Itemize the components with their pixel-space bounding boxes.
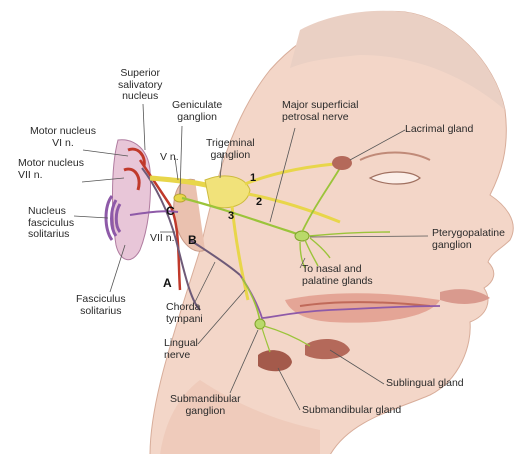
pathway-letter-c: C — [166, 204, 175, 218]
label-line: Major superficial — [282, 100, 358, 112]
label-line: Nucleus — [28, 206, 74, 218]
label-line: VI n. — [30, 138, 96, 150]
label-major-superficial-petrosal-nerve: Major superficial petrosal nerve — [282, 100, 358, 123]
label-line: nucleus — [118, 91, 162, 103]
label-nucleus-fasciculus-solitarius: Nucleus fasciculus solitarius — [28, 206, 74, 241]
label-line: palatine glands — [302, 276, 373, 288]
label-line: Submandibular — [170, 394, 241, 406]
label-line: tympani — [166, 314, 203, 326]
label-line: Lingual — [164, 338, 198, 350]
label-line: To nasal and — [302, 264, 373, 276]
label-line: Fasciculus — [76, 294, 126, 306]
label-fasciculus-solitarius: Fasciculus solitarius — [76, 294, 126, 317]
submandibular-ganglion-shape — [255, 319, 265, 329]
label-pterygopalatine-ganglion: Pterygopalatine ganglion — [432, 228, 505, 251]
label-geniculate-ganglion: Geniculate ganglion — [172, 100, 222, 123]
pathway-letter-a: A — [163, 276, 172, 290]
label-submandibular-gland: Submandibular gland — [302, 405, 401, 417]
label-line: ganglion — [206, 150, 255, 162]
label-line: Pterygopalatine — [432, 228, 505, 240]
label-sublingual-gland: Sublingual gland — [386, 378, 464, 390]
label-motor-nucleus-vi: Motor nucleus VI n. — [30, 126, 96, 149]
label-to-nasal-and-palatine-glands: To nasal and palatine glands — [302, 264, 373, 287]
label-line: solitarius — [28, 229, 74, 241]
trigeminal-division-3: 3 — [228, 210, 234, 222]
label-line: Motor nucleus — [30, 126, 96, 138]
label-line: Motor nucleus — [18, 158, 84, 170]
label-lingual-nerve: Lingual nerve — [164, 338, 198, 361]
label-submandibular-ganglion: Submandibular ganglion — [170, 394, 241, 417]
label-lacrimal-gland: Lacrimal gland — [405, 124, 473, 136]
label-superior-salivatory-nucleus: Superior salivatory nucleus — [118, 68, 162, 103]
label-v-n: V n. — [160, 152, 179, 164]
trigeminal-division-2: 2 — [256, 196, 262, 208]
label-line: Geniculate — [172, 100, 222, 112]
label-line: Superior — [118, 68, 162, 80]
label-line: ganglion — [172, 112, 222, 124]
label-line: petrosal nerve — [282, 112, 358, 124]
label-chorda-tympani: Chorda tympani — [166, 302, 203, 325]
pterygopalatine-ganglion-shape — [295, 231, 309, 241]
label-line: solitarius — [76, 306, 126, 318]
label-line: ganglion — [170, 406, 241, 418]
label-vii-n: VII n. — [150, 233, 175, 245]
label-line: VII n. — [18, 170, 84, 182]
label-line: Trigeminal — [206, 138, 255, 150]
trigeminal-division-1: 1 — [250, 172, 256, 184]
label-trigeminal-ganglion: Trigeminal ganglion — [206, 138, 255, 161]
label-line: nerve — [164, 350, 198, 362]
label-motor-nucleus-vii: Motor nucleus VII n. — [18, 158, 84, 181]
label-line: Chorda — [166, 302, 203, 314]
lacrimal-gland-shape — [332, 156, 352, 170]
pathway-letter-b: B — [188, 233, 197, 247]
label-line: ganglion — [432, 240, 505, 252]
